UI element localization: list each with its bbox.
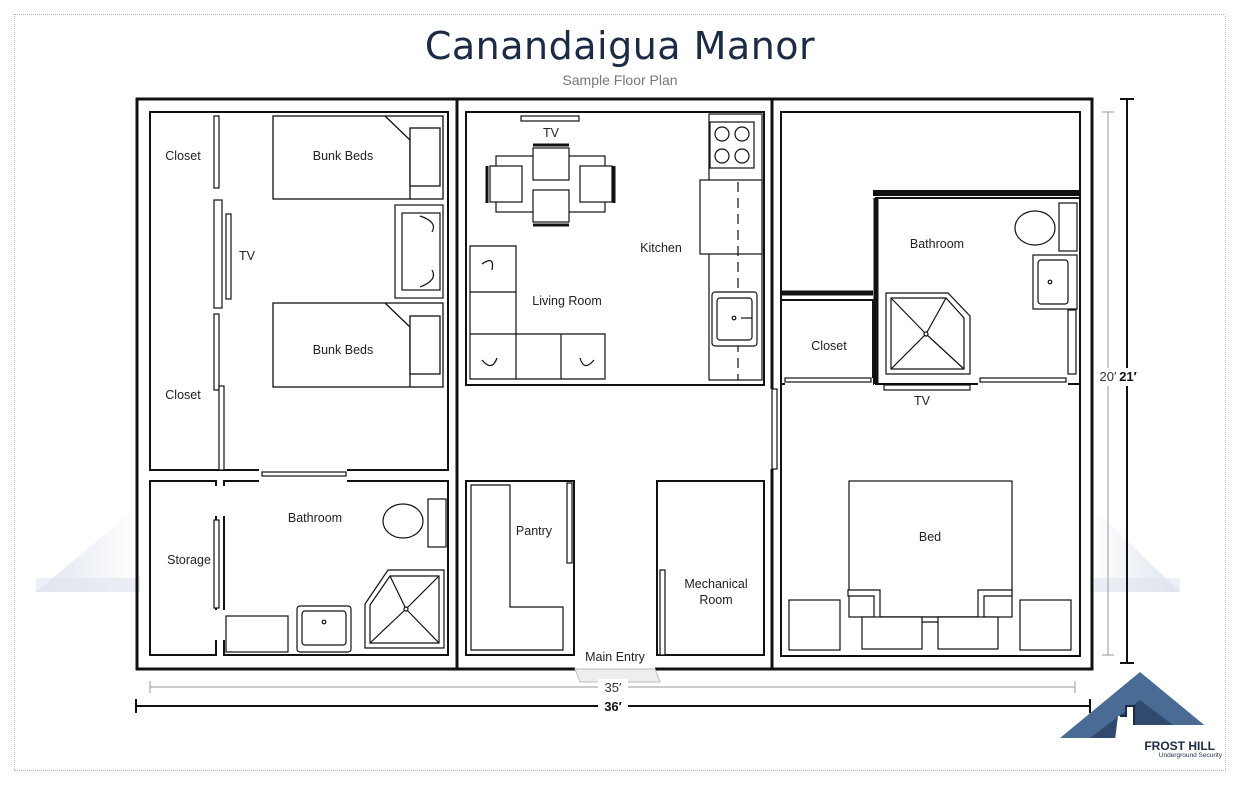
dim-outer-height: 21′ — [1119, 369, 1137, 384]
label-closet-bottom: Closet — [165, 388, 201, 402]
frost-hill-logo: FROST HILL Underground Security — [1060, 672, 1223, 760]
label-closet-right: Closet — [811, 339, 847, 353]
entry-step — [574, 668, 661, 683]
label-kitchen: Kitchen — [640, 241, 682, 255]
bathroom-left-fixtures — [225, 498, 447, 653]
armchair — [394, 204, 444, 299]
label-tv-living: TV — [543, 126, 560, 140]
label-storage: Storage — [167, 553, 211, 567]
logo-name: FROST HILL — [1144, 739, 1215, 753]
label-bathroom-left: Bathroom — [288, 511, 342, 525]
page-subtitle: Sample Floor Plan — [562, 72, 678, 88]
dimension-width: 35′ 36′ — [135, 679, 1091, 714]
logo-tagline: Underground Security — [1159, 752, 1223, 759]
sliding-doors — [213, 115, 1077, 656]
dim-outer-width: 36′ — [604, 699, 622, 714]
dimension-height: 20′ 21′ — [1097, 98, 1139, 664]
label-tv-right: TV — [914, 394, 931, 408]
label-mechanical-line2: Room — [699, 593, 732, 607]
label-closet-top: Closet — [165, 149, 201, 163]
dim-inner-height: 20′ — [1100, 369, 1117, 384]
background-shadow — [36, 505, 1180, 592]
master-bed — [788, 480, 1072, 651]
page-title: Canandaigua Manor — [424, 24, 816, 68]
label-main-entry: Main Entry — [585, 650, 645, 664]
dining-table — [485, 143, 616, 227]
label-bunk-beds-bottom: Bunk Beds — [313, 343, 373, 357]
label-pantry: Pantry — [516, 524, 553, 538]
label-tv-left: TV — [239, 249, 256, 263]
bathroom-right-fixtures — [885, 202, 1078, 375]
pantry-shelves — [470, 484, 564, 651]
dim-inner-width: 35′ — [605, 680, 622, 695]
bunk-bed-top — [272, 115, 444, 200]
label-bunk-beds-top: Bunk Beds — [313, 149, 373, 163]
page-frame — [14, 14, 1226, 771]
kitchen-counter — [699, 113, 763, 381]
label-living-room: Living Room — [532, 294, 601, 308]
label-bathroom-right: Bathroom — [910, 237, 964, 251]
bunk-bed-bottom — [272, 302, 444, 388]
sectional-sofa — [469, 245, 606, 380]
label-bed: Bed — [919, 530, 941, 544]
label-mechanical-line1: Mechanical — [684, 577, 747, 591]
